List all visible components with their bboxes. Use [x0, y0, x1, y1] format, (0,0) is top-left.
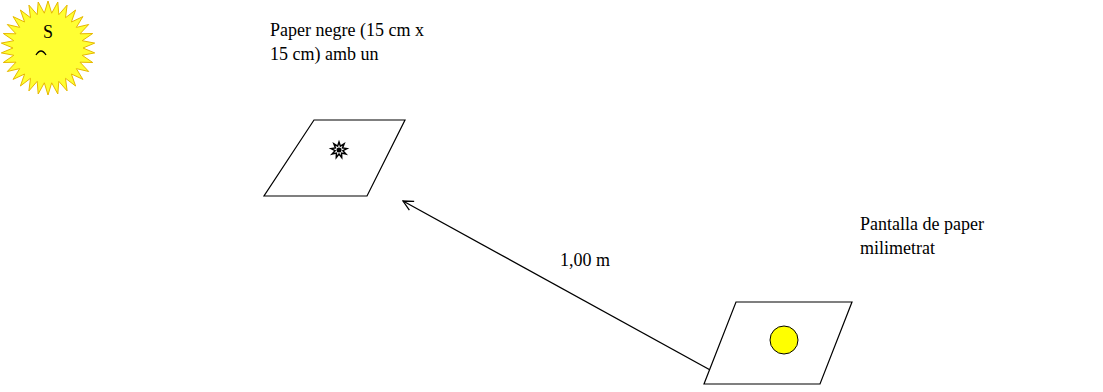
- paper-node: Paper negre (15 cm x 15 cm) amb un: [262, 18, 432, 200]
- caption-text: Pantalla de paper milimetrat: [860, 212, 1032, 260]
- sun-symbol: [1, 1, 94, 95]
- screen-sheet: [704, 302, 852, 384]
- node-outline: [702, 300, 857, 386]
- black-paper-sheet: [264, 120, 405, 196]
- distance-arrow: [403, 201, 732, 382]
- sun-arc: [36, 51, 46, 55]
- node-outline: [0, 0, 96, 96]
- screen-node: Pantalla de paper milimetrat: [700, 212, 1040, 388]
- sun-image-spot: [770, 326, 798, 354]
- sun-letter: S: [0, 0, 96, 44]
- node-outline: [262, 118, 407, 198]
- distance-label: 1,00 m: [557, 250, 613, 270]
- caption-text: Paper negre (15 cm x 15 cm) amb un: [270, 18, 425, 66]
- sun-node: S: [0, 0, 96, 96]
- pinhole-center: [337, 148, 342, 153]
- pinhole-symbol: [331, 142, 347, 158]
